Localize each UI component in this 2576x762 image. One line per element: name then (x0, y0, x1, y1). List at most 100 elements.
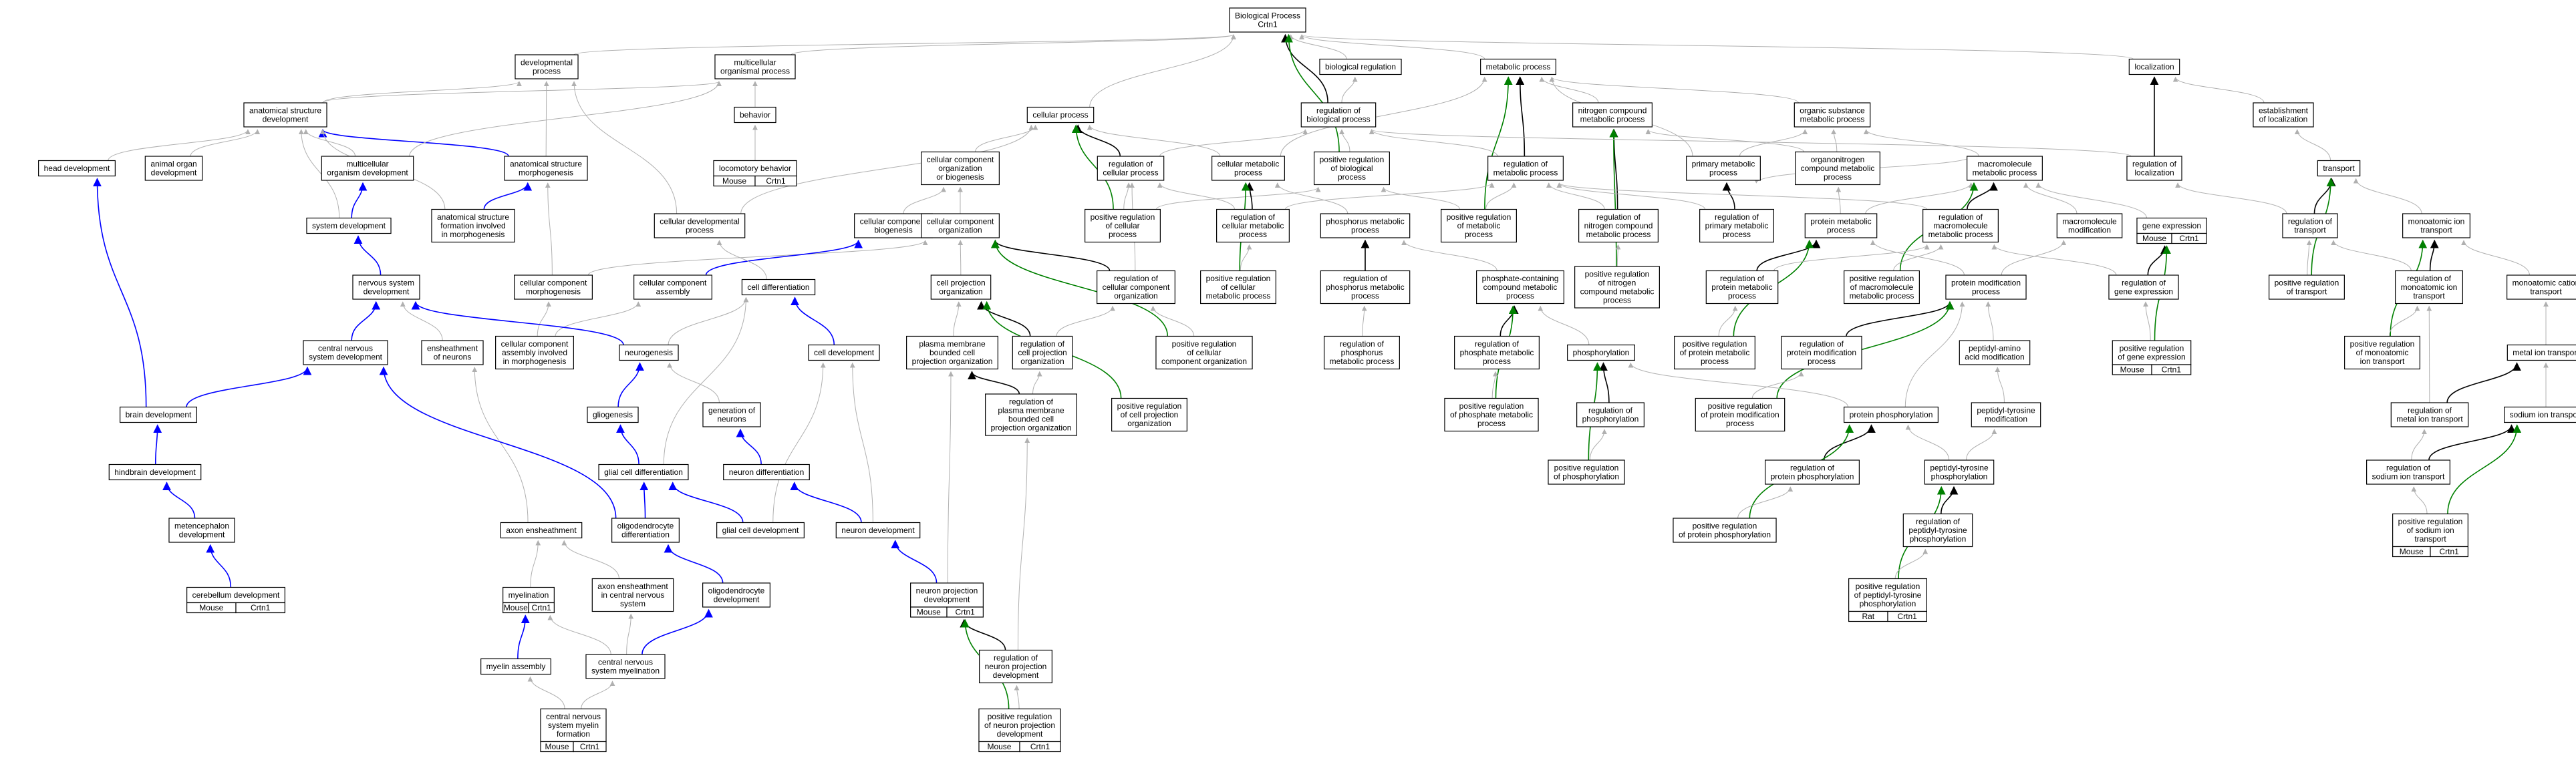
go-term-node[interactable]: neuron development (835, 522, 921, 539)
go-term-node[interactable]: protein phosphorylation (1844, 406, 1939, 423)
go-term-node[interactable]: cell development (808, 344, 880, 361)
go-term-node[interactable]: cellular process (1026, 106, 1095, 124)
go-term-node[interactable]: hindbrain development (108, 463, 202, 481)
go-term-node[interactable]: neurogenesis (619, 344, 679, 361)
go-term-node[interactable]: transport (2317, 160, 2361, 177)
go-term-node[interactable]: regulation ofpeptidyl-tyrosinephosphoryl… (1902, 513, 1973, 548)
go-term-node[interactable]: head development (38, 160, 116, 177)
go-term-node[interactable]: localization (2128, 58, 2180, 75)
go-term-node[interactable]: gliogenesis (587, 406, 639, 423)
go-term-node[interactable]: system development (306, 217, 392, 234)
go-term-node[interactable]: brain development (120, 406, 197, 423)
go-term-node[interactable]: glial cell development (716, 522, 805, 539)
go-term-node[interactable]: biological regulation (1319, 58, 1402, 75)
go-term-node[interactable]: glial cell differentiation (598, 463, 689, 481)
go-term-node[interactable]: metabolic process (1480, 58, 1556, 75)
go-term-node[interactable]: behavior (734, 106, 776, 124)
go-term-node[interactable]: axon ensheathment (500, 522, 583, 539)
go-term-node[interactable]: metal ion transport (2507, 344, 2576, 361)
go-term-node[interactable]: cell differentiation (741, 278, 816, 296)
